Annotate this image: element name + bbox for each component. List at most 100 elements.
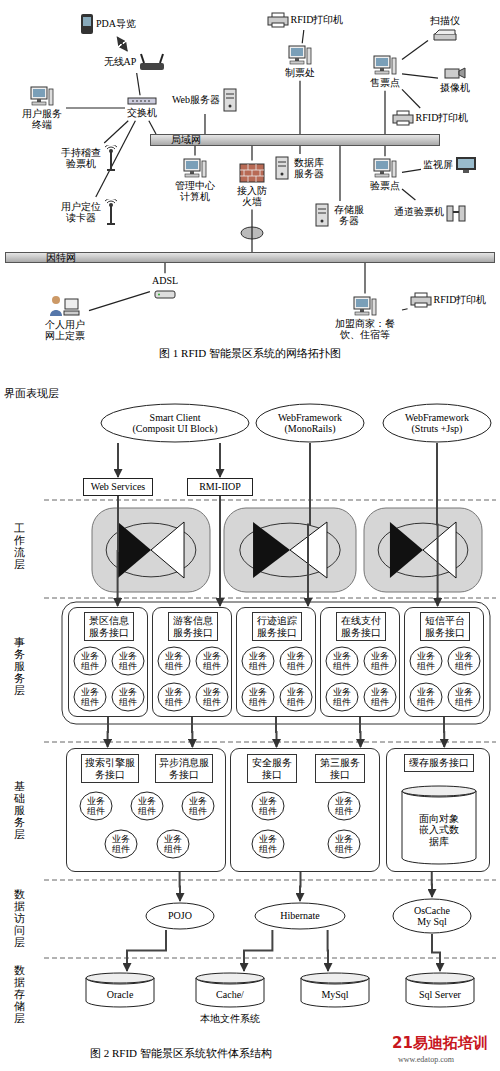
service-layer-outline	[62, 602, 490, 724]
text-wrap: 业务组件	[251, 791, 285, 821]
node-text: 业务组件	[416, 687, 436, 708]
node-text: POJO	[168, 910, 192, 922]
connector	[127, 930, 166, 971]
node-text: 业务组件	[80, 687, 100, 708]
text-wrap: 业务组件	[327, 791, 361, 821]
icon-part	[105, 199, 117, 203]
connector	[194, 146, 195, 156]
ellipse-shape	[242, 683, 274, 711]
icon-part	[356, 299, 368, 307]
icon-part	[140, 63, 164, 70]
layer-separator	[44, 598, 496, 599]
shape-node: 业务组件	[241, 682, 275, 712]
icon-part	[456, 157, 476, 170]
ellipse-shape	[364, 647, 396, 675]
text-wrap: 业务组件	[241, 646, 275, 676]
icon-part	[190, 171, 194, 174]
node-text: ADSL	[152, 275, 178, 287]
node-text: 业务组件	[164, 687, 184, 708]
text-wrap: Cache/	[195, 972, 265, 1008]
ellipse-shape	[131, 792, 163, 820]
node-text: 制票处	[285, 67, 315, 79]
icon-part	[226, 94, 234, 95]
node-text: WebFramework	[405, 412, 469, 424]
node-text: 行迹追踪服务接口	[252, 612, 302, 641]
node-text: 搜索引擎服务接口	[81, 754, 139, 783]
ellipse-shape	[252, 792, 284, 820]
ellipse-shape	[448, 683, 480, 711]
printer-icon	[410, 292, 432, 308]
ellipse-shape	[112, 683, 144, 711]
text-wrap: Oracle	[85, 972, 155, 1008]
ant-icon	[105, 199, 117, 225]
text-wrap: 业务组件	[111, 646, 145, 676]
ellipse-shape	[80, 792, 112, 820]
shape-node: 业务组件	[73, 646, 107, 676]
server-icon	[274, 156, 290, 180]
text-wrap: 业务组件	[73, 646, 107, 676]
connector	[219, 496, 221, 606]
device-node: 用户定位读卡器	[59, 199, 117, 225]
node-text: 短信平台服务接口	[420, 612, 470, 641]
connector	[251, 146, 252, 161]
network-band: 局域网	[150, 134, 440, 146]
ellipse-shape	[196, 683, 228, 711]
node-text: 业务组件	[258, 834, 278, 855]
node-text: 个人用户网上定票	[43, 319, 87, 342]
icon-part	[65, 299, 78, 309]
node-text: Smart Client	[150, 412, 201, 424]
node-text: 业务组件	[258, 796, 278, 817]
connector	[219, 443, 221, 477]
shape-node: MySql	[300, 972, 370, 1008]
icon-part	[278, 166, 286, 167]
node-text: (MonoRails)	[284, 423, 335, 435]
node-text: 业务组件	[332, 651, 352, 672]
shape-node: 业务组件	[104, 829, 138, 859]
connector	[431, 872, 433, 897]
shape-node: 业务组件	[409, 646, 443, 676]
ellipse-shape	[252, 830, 284, 858]
icon-part	[355, 312, 369, 315]
device-node: 个人用户网上定票	[43, 295, 87, 342]
shape-node: Cache/	[195, 972, 265, 1008]
connector	[117, 37, 127, 51]
ellipse-shape	[158, 647, 190, 675]
ellipse-shape	[280, 683, 312, 711]
node-text: Web服务器	[172, 94, 220, 106]
shape-node: 业务组件	[327, 829, 361, 859]
icon-part	[184, 159, 200, 171]
ellipse-shape	[410, 683, 442, 711]
node-text: 业务组件	[286, 651, 306, 672]
node-text: 游客信息服务接口	[168, 612, 218, 641]
scanner-icon	[433, 29, 457, 41]
icon-part	[185, 174, 199, 177]
icon-part	[376, 161, 388, 169]
icon-part	[155, 291, 175, 298]
node-text: 管理中心计算机	[173, 180, 217, 203]
text-wrap: 业务组件	[104, 829, 138, 859]
node-text: 接入防火墙	[235, 185, 269, 208]
connector	[191, 717, 193, 747]
node-text: 数据库服务器	[292, 157, 326, 180]
node-text: RFID打印机	[291, 14, 344, 26]
shape-node: 业务组件	[130, 791, 164, 821]
ellipse-shape	[158, 683, 190, 711]
connector	[432, 934, 440, 971]
node-text: 业务组件	[454, 651, 474, 672]
node-text: MySql	[321, 989, 348, 1001]
text-wrap: 业务组件	[156, 829, 190, 859]
node-text: 业务组件	[454, 687, 474, 708]
icon-part	[459, 68, 465, 78]
node-text: 业务组件	[164, 651, 184, 672]
node-text: 用户定位读卡器	[59, 201, 103, 224]
icon-part	[445, 69, 459, 78]
text-wrap: WebFramework(MonoRails)	[255, 403, 365, 443]
icon-part	[160, 54, 163, 63]
box-shape	[84, 479, 153, 496]
icon-part	[453, 211, 459, 213]
cylinder-top	[402, 786, 476, 796]
watermark: www.edatop.com	[398, 1055, 454, 1064]
shape-node: 业务组件	[447, 646, 481, 676]
device-node: RFID打印机	[267, 12, 344, 28]
icon-part	[110, 151, 112, 170]
